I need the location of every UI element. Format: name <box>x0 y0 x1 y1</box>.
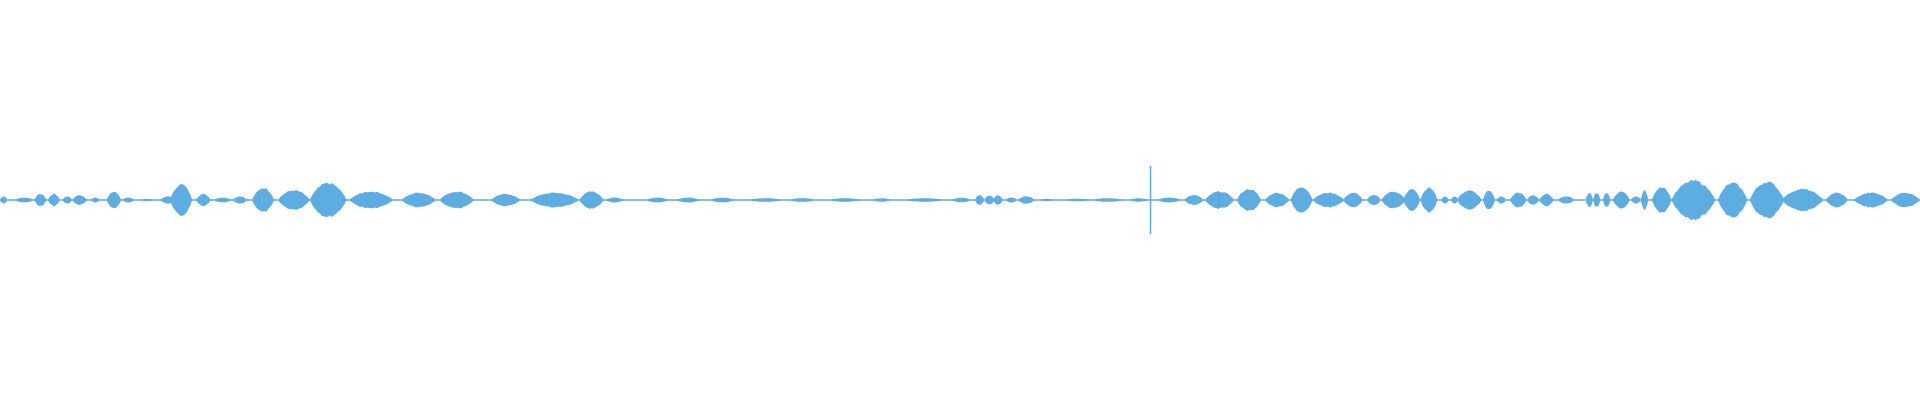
waveform-segment <box>1005 197 1018 203</box>
waveform-segment <box>1602 193 1611 207</box>
waveform-segment <box>1593 193 1601 207</box>
waveform-segment <box>122 197 135 203</box>
waveform-segment <box>1457 190 1482 210</box>
waveform-segment <box>1204 191 1235 209</box>
waveform-segment <box>232 196 248 204</box>
waveform-segment <box>1290 187 1313 213</box>
waveform-segment <box>1557 196 1575 204</box>
waveform-segment <box>1671 179 1716 221</box>
waveform-segment <box>106 191 122 209</box>
waveform-segment <box>645 197 670 203</box>
waveform-segment <box>1403 188 1421 212</box>
waveform-segment <box>1366 194 1382 206</box>
waveform-segment <box>401 192 436 208</box>
waveform-segment <box>530 192 580 208</box>
waveform-segment <box>1184 195 1204 205</box>
waveform-segment <box>1312 192 1345 208</box>
waveform-segment <box>1017 196 1035 204</box>
waveform-segment <box>1781 188 1824 212</box>
waveform-segment <box>984 195 995 205</box>
waveform-segment <box>1451 196 1459 204</box>
waveform-segment <box>1420 187 1438 213</box>
waveform-segment <box>871 198 892 202</box>
waveform-segment <box>1539 193 1554 207</box>
waveform-segment <box>1496 196 1507 204</box>
waveform-segment <box>1264 192 1290 208</box>
waveform-segment <box>1062 198 1093 202</box>
waveform-segment <box>439 191 474 209</box>
waveform-segment <box>1039 198 1055 202</box>
waveform-segment <box>1381 191 1406 209</box>
waveform-segment <box>604 197 625 203</box>
waveform-segment <box>579 191 604 209</box>
waveform-segment <box>47 193 60 207</box>
waveform-segment <box>675 197 701 203</box>
waveform-segment <box>1640 190 1649 210</box>
waveform-segment <box>1853 192 1889 208</box>
waveform-segment <box>139 198 155 202</box>
waveform-segment <box>1612 191 1630 209</box>
waveform-segment <box>90 197 101 203</box>
waveform-segment <box>1441 196 1449 204</box>
waveform-segment <box>1651 187 1672 213</box>
waveform-segment <box>170 184 193 216</box>
waveform-segment <box>904 198 945 202</box>
waveform-segment <box>34 194 47 206</box>
waveform-segment <box>491 193 521 207</box>
waveform-segment <box>1890 192 1920 208</box>
waveform-segment <box>1482 190 1496 210</box>
waveform-segment <box>1718 182 1748 218</box>
waveform-segment <box>213 197 233 203</box>
waveform-segment <box>309 182 347 218</box>
waveform-transient-spike <box>1149 166 1152 234</box>
waveform-segment <box>1585 193 1594 207</box>
waveform-segment <box>278 190 310 210</box>
waveform-segment <box>1129 198 1149 202</box>
waveform-segment <box>787 198 817 202</box>
waveform-segment <box>349 191 394 209</box>
waveform-segment <box>993 195 1003 205</box>
waveform-segment <box>1157 197 1182 203</box>
waveform-segment <box>1509 192 1527 208</box>
waveform-segment <box>252 188 275 212</box>
waveform-segment <box>0 196 8 204</box>
waveform-segment <box>1236 189 1262 211</box>
waveform-segment <box>746 198 784 202</box>
waveform-segment <box>62 196 73 204</box>
waveform-segment <box>1343 192 1363 208</box>
waveform-segment <box>1749 181 1785 219</box>
waveform-segment <box>951 197 971 203</box>
waveform-segment <box>1631 196 1641 204</box>
waveform-segment <box>72 195 87 205</box>
waveform-segment <box>1091 198 1126 202</box>
waveform-segment <box>710 197 735 203</box>
waveform-segment <box>195 193 211 207</box>
waveform-segment <box>1526 195 1540 205</box>
waveform-segment <box>974 195 985 205</box>
waveform-segment <box>1825 192 1848 208</box>
waveform-segment <box>827 198 862 202</box>
waveform-segment <box>14 197 35 203</box>
